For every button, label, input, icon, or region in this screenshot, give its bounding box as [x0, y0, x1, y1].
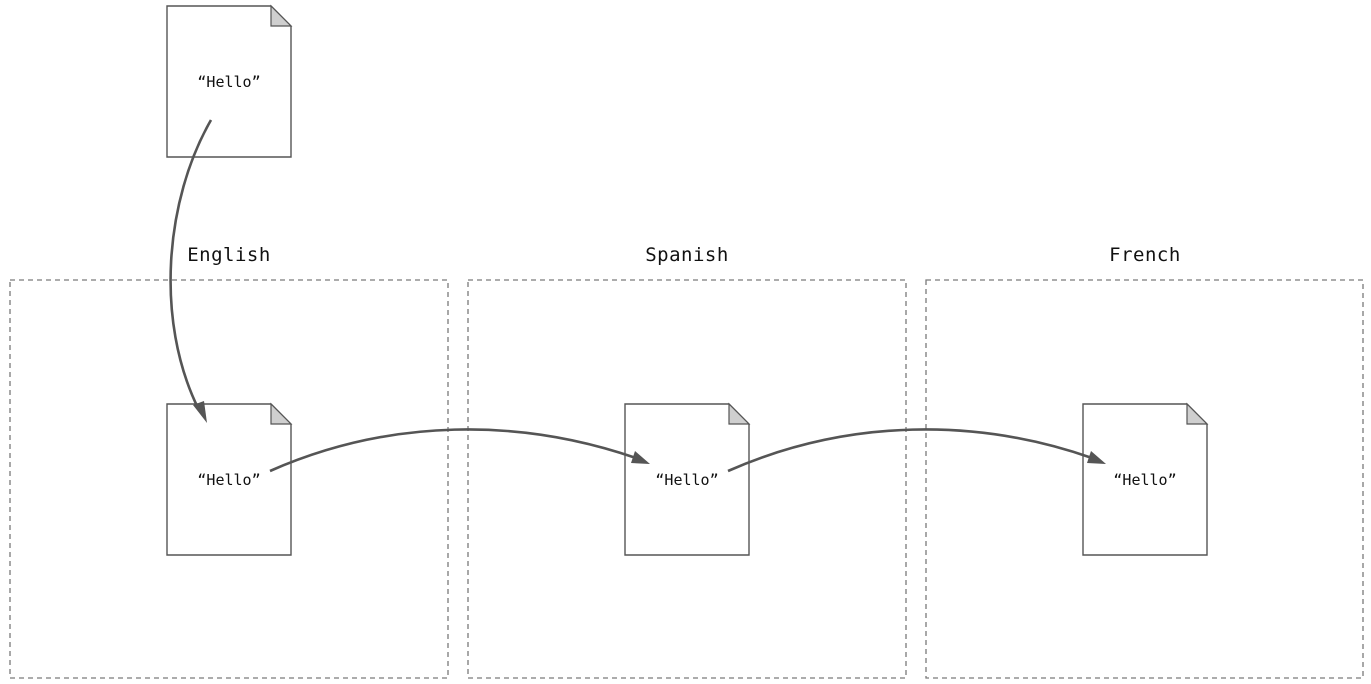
- english-document-text: “Hello”: [197, 471, 260, 489]
- spanish-document-fold-icon: [728, 402, 751, 425]
- french-document-fold-icon: [1186, 402, 1209, 425]
- arrow-english-to-spanish: [269, 428, 650, 473]
- arrow-source-to-english: [169, 119, 213, 423]
- source-document-text: “Hello”: [197, 73, 260, 91]
- group-spanish-title: Spanish: [645, 244, 729, 266]
- arrow-spanish-to-french: [727, 428, 1106, 473]
- arrow-source-to-english-head-icon: [193, 401, 207, 423]
- arrow-spanish-to-french-line: [727, 428, 1093, 473]
- group-spanish-box: [467, 279, 907, 679]
- spanish-document-text: “Hello”: [655, 471, 718, 489]
- arrow-source-to-english-line: [169, 119, 213, 409]
- group-french-title: French: [1109, 244, 1181, 266]
- french-document: “Hello”: [1082, 402, 1209, 556]
- group-french: French: [925, 244, 1364, 679]
- french-document-text: “Hello”: [1113, 471, 1176, 489]
- spanish-document-page: [624, 403, 750, 556]
- arrow-english-to-spanish-head-icon: [631, 451, 650, 464]
- group-french-box: [925, 279, 1364, 679]
- group-english-box: [9, 279, 449, 679]
- source-document-fold-icon: [270, 4, 293, 27]
- english-document-page: [166, 403, 292, 556]
- arrow-spanish-to-french-head-icon: [1087, 451, 1106, 464]
- group-english-title: English: [187, 244, 271, 266]
- english-document: “Hello”: [166, 402, 293, 556]
- spanish-document: “Hello”: [624, 402, 751, 556]
- english-document-fold-icon: [270, 402, 293, 425]
- group-english: English: [9, 244, 449, 679]
- arrow-english-to-spanish-line: [269, 428, 637, 473]
- french-document-page: [1082, 403, 1208, 556]
- source-document: “Hello”: [166, 4, 293, 158]
- source-document-page: [166, 5, 292, 158]
- group-spanish: Spanish: [467, 244, 907, 679]
